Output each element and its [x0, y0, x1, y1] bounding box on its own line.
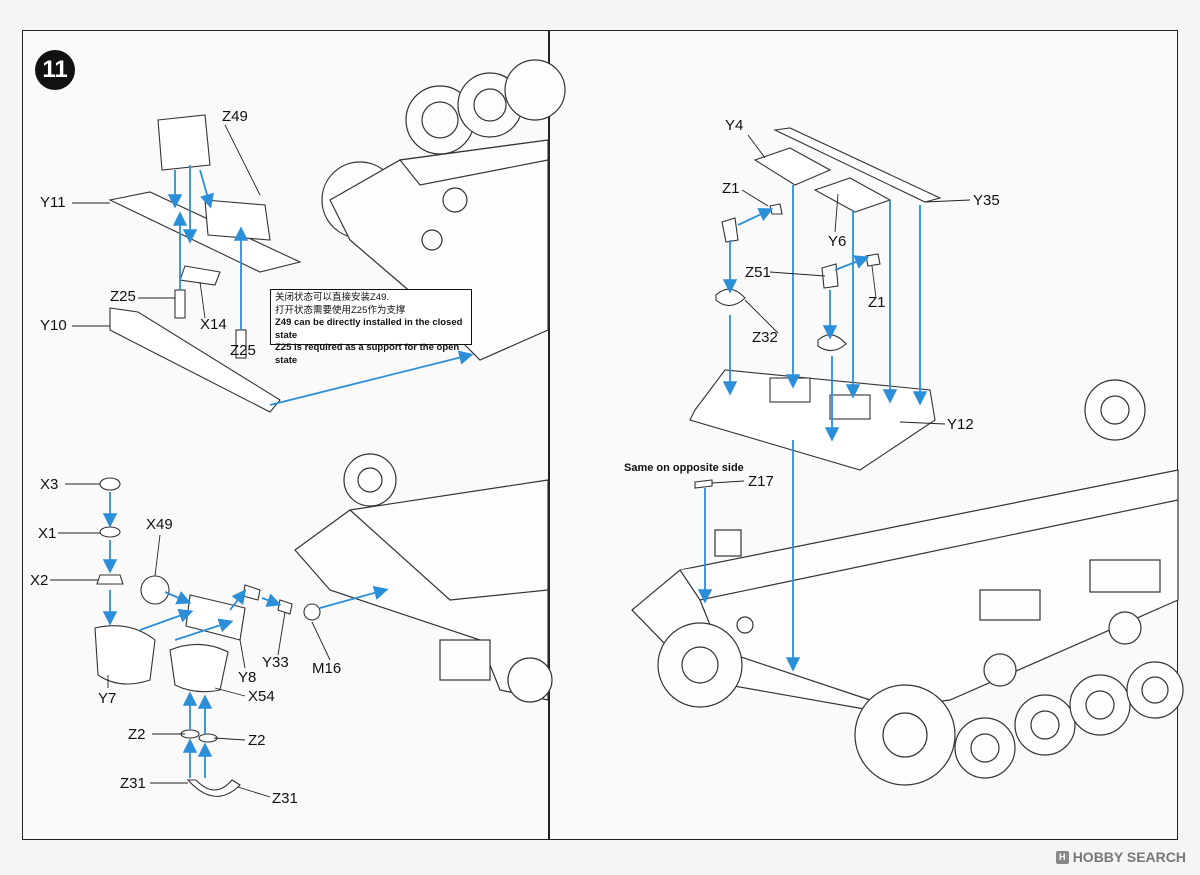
left-parts	[94, 114, 321, 797]
part-label-y11: Y11	[40, 194, 66, 211]
part-label-z1-a: Z1	[722, 180, 740, 197]
right-leaders	[711, 134, 971, 484]
part-label-y6: Y6	[828, 233, 847, 250]
part-label-z31-b: Z31	[272, 790, 298, 807]
part-label-x3: X3	[40, 476, 59, 493]
part-label-y7: Y7	[98, 690, 117, 707]
left-arrows	[102, 165, 474, 778]
part-label-x54: X54	[248, 688, 275, 705]
right-parts	[689, 127, 942, 489]
left-hull-drawing	[294, 59, 566, 703]
note-line-cn-1: 关闭状态可以直接安装Z49.	[275, 292, 390, 303]
opposite-side-note: Same on opposite side	[624, 462, 744, 474]
part-label-y8: Y8	[238, 669, 257, 686]
part-label-y12: Y12	[947, 416, 974, 433]
part-label-x14: X14	[200, 316, 227, 333]
watermark-logo-icon: H	[1055, 850, 1069, 864]
note-line-cn-2: 打开状态需要使用Z25作为支撑	[275, 304, 406, 316]
part-label-z17: Z17	[748, 473, 774, 490]
right-hull-drawing	[631, 379, 1184, 786]
part-label-z2-a: Z2	[128, 726, 146, 743]
note-line-en-1: Z49 can be directly installed in the clo…	[275, 317, 463, 341]
page-divider	[548, 30, 550, 840]
part-label-z2-b: Z2	[248, 732, 266, 749]
part-label-m16: M16	[312, 660, 342, 677]
step-number-badge: 11	[35, 50, 75, 90]
site-watermark: H HOBBY SEARCH	[1055, 849, 1186, 865]
part-label-z49: Z49	[222, 108, 248, 125]
part-label-y35: Y35	[973, 192, 1000, 209]
part-label-x1: X1	[38, 525, 57, 542]
part-label-y33: Y33	[262, 654, 289, 671]
part-label-z25-b: Z25	[230, 342, 256, 359]
part-label-z31-a: Z31	[120, 775, 146, 792]
part-label-x49: X49	[146, 516, 173, 533]
part-label-y4: Y4	[725, 117, 744, 134]
instruction-frame	[22, 30, 1178, 840]
part-label-y10: Y10	[40, 317, 67, 334]
right-arrows	[697, 185, 928, 672]
note-line-en-2: Z25 is required as a support for the ope…	[275, 342, 460, 366]
part-label-z32: Z32	[752, 329, 778, 346]
part-label-z1-b: Z1	[868, 294, 886, 311]
watermark-text: HOBBY SEARCH	[1072, 849, 1186, 865]
part-label-z25-a: Z25	[110, 288, 136, 305]
assembly-note: 关闭状态可以直接安装Z49. 打开状态需要使用Z25作为支撑 Z49 can b…	[270, 289, 472, 366]
part-label-x2: X2	[30, 572, 49, 589]
left-leaders	[50, 124, 331, 798]
part-label-z51: Z51	[745, 264, 771, 281]
